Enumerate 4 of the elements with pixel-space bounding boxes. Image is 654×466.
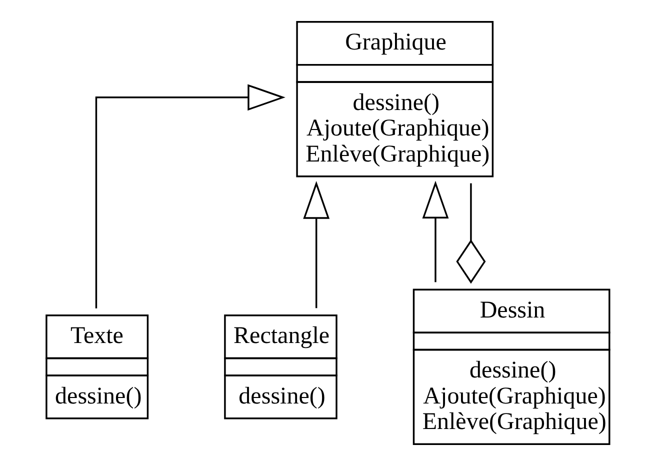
- arrow: [422, 180, 448, 282]
- arrow: [302, 181, 330, 308]
- arrow: [94, 84, 285, 308]
- connector: [456, 183, 486, 284]
